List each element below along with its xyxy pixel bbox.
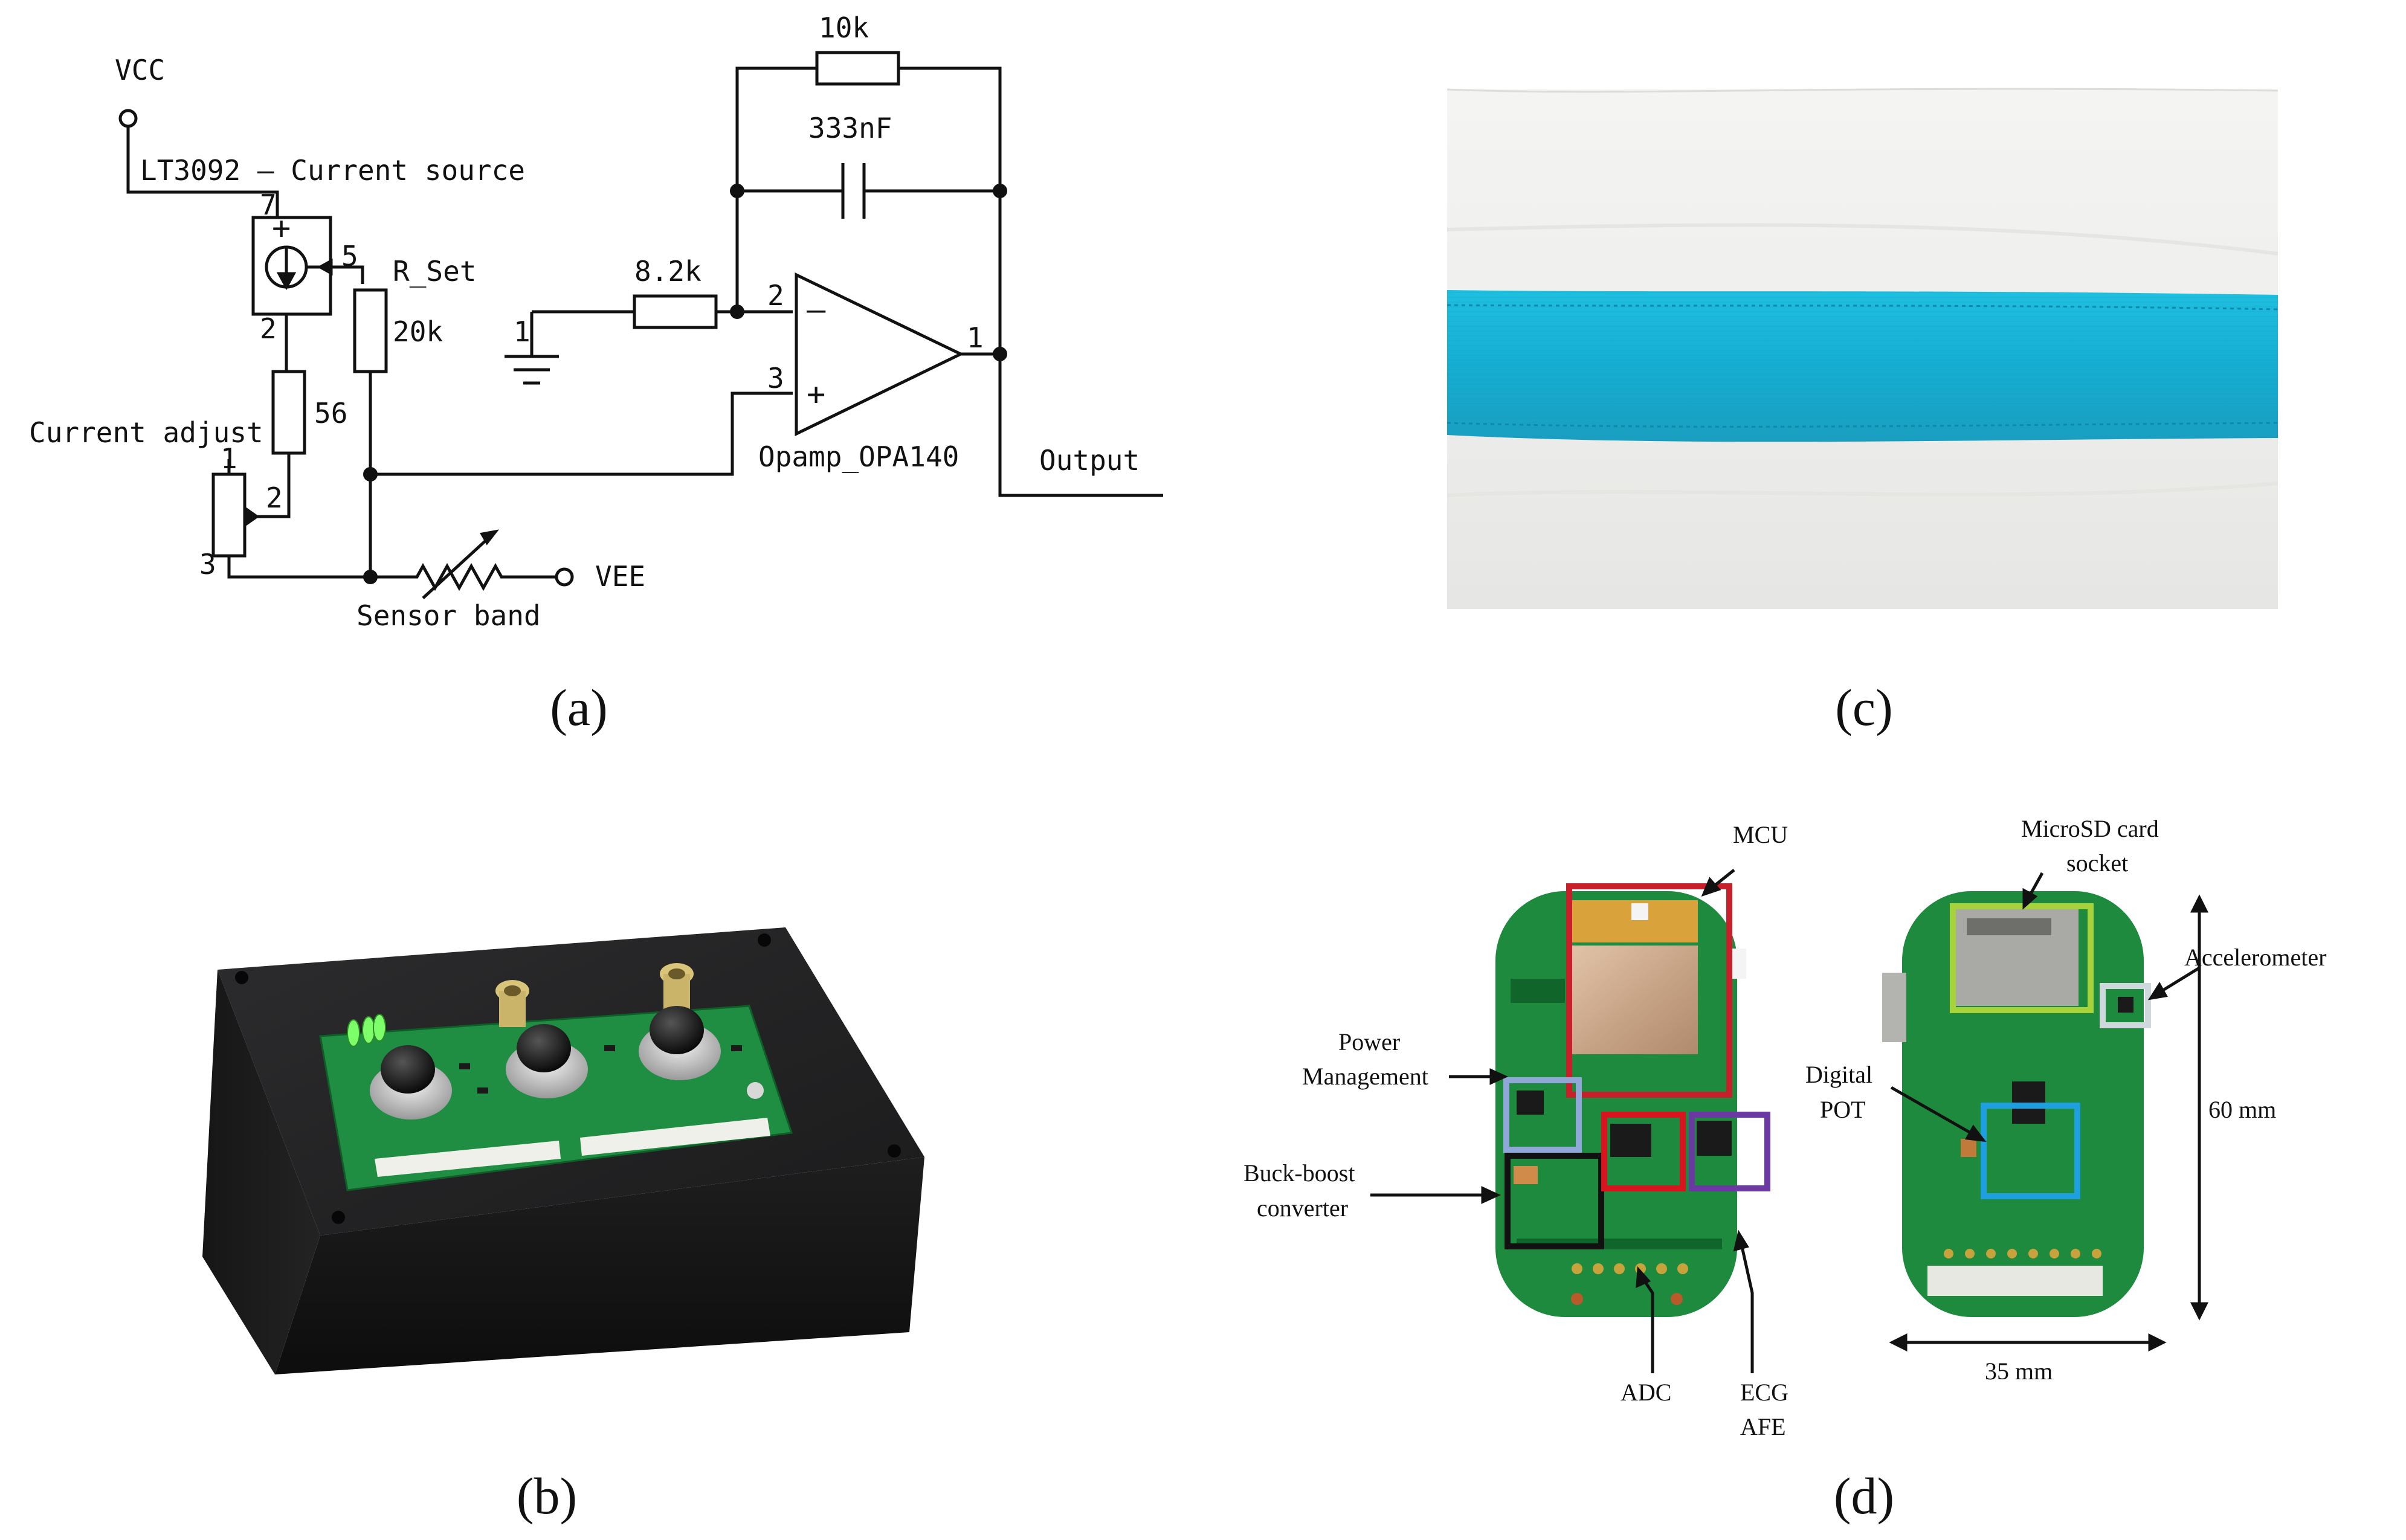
r-set-label: R_Set [393, 255, 476, 288]
adc-label: ADC [1621, 1379, 1671, 1406]
buck-boost-box [1505, 1153, 1604, 1249]
power-management-label-1: Power [1338, 1028, 1400, 1055]
buck-boost-label-2: converter [1257, 1194, 1348, 1222]
adc-box [1601, 1112, 1686, 1191]
buck-boost-label-1: Buck-boost [1243, 1159, 1355, 1187]
power-management-box [1503, 1077, 1582, 1153]
current-adjust-pot [211, 472, 247, 558]
r-input-value: 8.2k [634, 255, 701, 288]
microsd-box [1950, 903, 2094, 1013]
microsd-label-2: socket [2066, 849, 2128, 877]
pin-cs-top: 7 [260, 188, 277, 221]
vcc-terminal [118, 109, 138, 128]
vee-terminal [555, 567, 574, 587]
accelerometer-label: Accelerometer [2184, 944, 2326, 971]
height-dimension-label: 60 mm [2208, 1096, 2276, 1123]
pin-pot-wiper: 2 [266, 482, 283, 514]
opamp-minus-sign: – [807, 292, 826, 328]
current-source-label: LT3092 – Current source [140, 154, 525, 187]
opamp-label: Opamp_OPA140 [758, 440, 959, 473]
junction-dots [363, 184, 1007, 584]
ecg-afe-box [1689, 1112, 1770, 1191]
vcc-label: VCC [115, 54, 165, 86]
opamp-plus-sign: + [807, 376, 825, 413]
mcu-label: MCU [1733, 821, 1788, 848]
sensor-band-label: Sensor band [356, 599, 541, 632]
r-input-resistor [633, 294, 718, 329]
power-management-label-2: Management [1302, 1063, 1428, 1090]
digital-pot-box [1981, 1103, 2080, 1199]
panel-label-b: (b) [517, 1467, 577, 1525]
output-label: Output [1039, 444, 1140, 477]
digital-pot-label-1: Digital [1805, 1061, 1872, 1088]
pin-pot-top: 1 [221, 442, 237, 475]
pin-pot-bottom: 3 [199, 548, 216, 581]
pcb-photos [1495, 891, 2144, 1317]
enclosure-photo [202, 927, 924, 1374]
cs-plus-sign: + [272, 210, 291, 246]
pin-ground: 1 [514, 315, 531, 348]
ecg-afe-label-2: AFE [1740, 1413, 1786, 1440]
r-feedback-value: 10k [819, 11, 869, 44]
digital-pot-label-2: POT [1820, 1096, 1866, 1123]
pin-cs-bottom: 2 [260, 312, 277, 345]
opamp-symbol [795, 272, 964, 436]
accelerometer-box [2100, 983, 2151, 1028]
sensor-band-photo [1447, 88, 2279, 609]
r-set-value: 20k [393, 315, 443, 348]
vee-label: VEE [595, 560, 645, 593]
pin-op-out: 1 [967, 321, 984, 354]
pin-op-noninv: 3 [767, 362, 784, 395]
panel-label-d: (d) [1834, 1467, 1894, 1525]
current-adjust-label: Current adjust [29, 416, 263, 449]
r56-value: 56 [314, 397, 347, 430]
c-feedback-value: 333nF [808, 112, 892, 144]
ecg-afe-label-1: ECG [1740, 1379, 1788, 1406]
r-feedback-resistor [815, 51, 900, 86]
width-dimension-label: 35 mm [1985, 1358, 2053, 1385]
r56-resistor [271, 370, 306, 455]
pin-cs-rset: 5 [341, 240, 358, 272]
pin-op-inv: 2 [767, 279, 784, 312]
mcu-box [1566, 883, 1732, 1098]
panel-label-c: (c) [1835, 678, 1892, 736]
panel-label-a: (a) [550, 678, 607, 736]
microsd-label-1: MicroSD card [2021, 815, 2159, 842]
schematic-panel [118, 51, 1163, 599]
r-set-resistor [353, 288, 388, 373]
